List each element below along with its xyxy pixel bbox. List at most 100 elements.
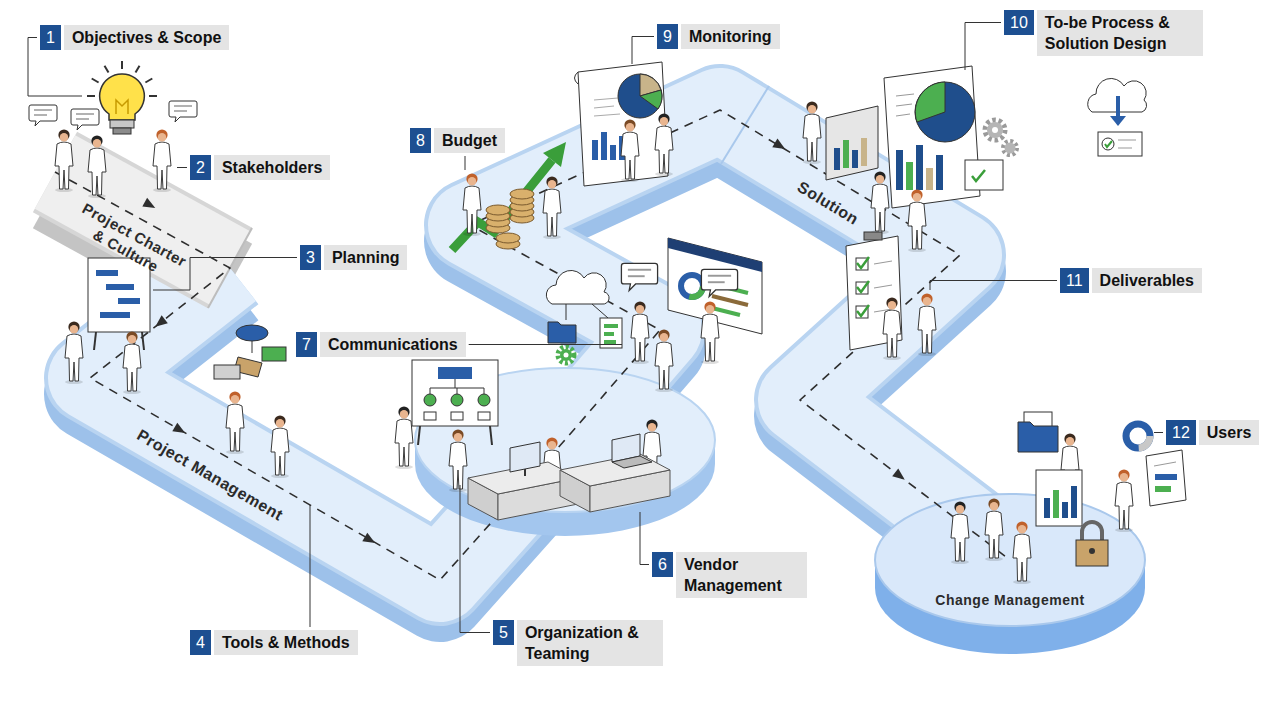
org-chart-board-part bbox=[418, 426, 420, 445]
callout-number: 4 bbox=[190, 630, 211, 655]
checklist-clipboard-part bbox=[918, 293, 936, 356]
stakeholder-figures-part bbox=[29, 105, 57, 126]
design-documents-part bbox=[896, 150, 903, 190]
design-documents bbox=[803, 66, 1017, 252]
design-documents-part bbox=[926, 168, 933, 190]
callout: 4Tools & Methods bbox=[190, 630, 358, 655]
design-documents-part bbox=[803, 101, 821, 164]
checklist-clipboard-part bbox=[883, 297, 901, 360]
cloud-icons-part bbox=[600, 318, 622, 348]
dashboard-screen-part bbox=[712, 308, 740, 315]
change-icons-part bbox=[1154, 462, 1176, 466]
design-documents-part bbox=[861, 138, 867, 166]
design-documents-part bbox=[985, 120, 1005, 140]
design-documents-part bbox=[908, 189, 926, 252]
route-line-part bbox=[362, 533, 377, 548]
callout-number: 5 bbox=[493, 620, 514, 645]
budget-icons-part bbox=[463, 173, 481, 236]
org-chart-board-part bbox=[424, 412, 436, 420]
cloud-icons-part bbox=[604, 324, 618, 328]
lightbulb-icon-part bbox=[149, 95, 157, 97]
cloud-icons-part bbox=[558, 347, 574, 363]
org-chart-board-part bbox=[395, 406, 413, 469]
route-line-part bbox=[55, 110, 1010, 580]
gantt-board-part bbox=[65, 321, 83, 384]
checklist-clipboard bbox=[846, 232, 936, 360]
leader-line bbox=[640, 512, 649, 565]
design-documents-part bbox=[972, 170, 985, 181]
design-documents-part bbox=[834, 148, 840, 170]
callout-label: Communications bbox=[320, 332, 466, 357]
leader-line bbox=[930, 281, 1057, 291]
change-icons-part bbox=[1089, 548, 1095, 554]
report-document-part bbox=[601, 132, 607, 160]
change-icons-part bbox=[1118, 140, 1136, 141]
dashboard-screen-part bbox=[712, 296, 748, 305]
change-icons-part bbox=[1018, 422, 1058, 452]
gantt-board-part bbox=[100, 312, 130, 318]
route-line-part bbox=[772, 139, 787, 154]
dashboard-screen-part bbox=[668, 238, 762, 272]
dashboard-screen-part bbox=[631, 301, 649, 364]
cloud-icons bbox=[546, 270, 622, 363]
leader-line bbox=[465, 156, 466, 170]
callout-number: 7 bbox=[296, 332, 317, 357]
change-icons-part bbox=[1044, 498, 1050, 518]
road bbox=[55, 86, 1010, 596]
checklist-clipboard-part bbox=[857, 257, 869, 316]
leader-line bbox=[310, 505, 311, 627]
tools-icons-part bbox=[214, 365, 240, 379]
cloud-icons-part bbox=[604, 340, 616, 344]
design-documents-part bbox=[992, 127, 998, 133]
stakeholder-figures bbox=[29, 101, 197, 198]
design-documents-part bbox=[852, 150, 858, 168]
band-label: Change Management bbox=[935, 592, 1084, 609]
callout: 5Organization & Teaming bbox=[493, 620, 663, 666]
route-line-part bbox=[152, 315, 168, 330]
dashboard-screen-part bbox=[681, 275, 703, 297]
change-icons-part bbox=[985, 498, 1003, 561]
callout-number: 10 bbox=[1004, 10, 1034, 35]
report-document-part bbox=[592, 140, 598, 160]
change-icons-part bbox=[951, 501, 969, 564]
callout: 10To-be Process & Solution Design bbox=[1004, 10, 1203, 56]
lightbulb-icon-part bbox=[87, 95, 95, 97]
change-icons-part bbox=[1053, 490, 1059, 518]
change-icons-part bbox=[1155, 486, 1171, 492]
gantt-board-part bbox=[106, 284, 134, 290]
callout-number: 3 bbox=[300, 245, 321, 270]
design-documents-part bbox=[896, 104, 912, 106]
route-line bbox=[55, 110, 1010, 580]
lightbulb-icon-part bbox=[105, 66, 109, 73]
dashboard-screen-part bbox=[701, 301, 719, 364]
route-line-part bbox=[142, 198, 157, 213]
platform-part bbox=[875, 494, 1145, 626]
design-documents-part bbox=[843, 140, 849, 168]
design-documents-part bbox=[896, 114, 910, 116]
lightbulb-icon-part bbox=[113, 128, 131, 134]
report-document-part bbox=[578, 62, 668, 186]
design-documents-part bbox=[871, 171, 889, 234]
callout: 6Vendor Management bbox=[652, 552, 807, 598]
tools-icons-part bbox=[262, 347, 286, 361]
change-icons-part bbox=[1105, 141, 1112, 147]
report-document-part bbox=[594, 114, 620, 116]
report-document-part bbox=[621, 119, 639, 182]
checklist-clipboard-part bbox=[864, 232, 882, 240]
design-documents-part bbox=[936, 155, 943, 190]
cloud-icons-part bbox=[604, 332, 614, 336]
callout-label: Stakeholders bbox=[214, 155, 330, 180]
gantt-board bbox=[65, 258, 150, 394]
budget-icons-part bbox=[543, 142, 566, 167]
callout: 2Stakeholders bbox=[190, 155, 330, 180]
design-documents-part bbox=[915, 82, 975, 142]
callout-label: Objectives & Scope bbox=[64, 25, 229, 50]
change-icons-part bbox=[1110, 116, 1126, 126]
road-part bbox=[90, 110, 1010, 580]
leader-line bbox=[1154, 432, 1163, 433]
callout-number: 11 bbox=[1060, 268, 1089, 293]
leader-line bbox=[460, 485, 490, 633]
cloud-icons-part bbox=[546, 270, 609, 304]
